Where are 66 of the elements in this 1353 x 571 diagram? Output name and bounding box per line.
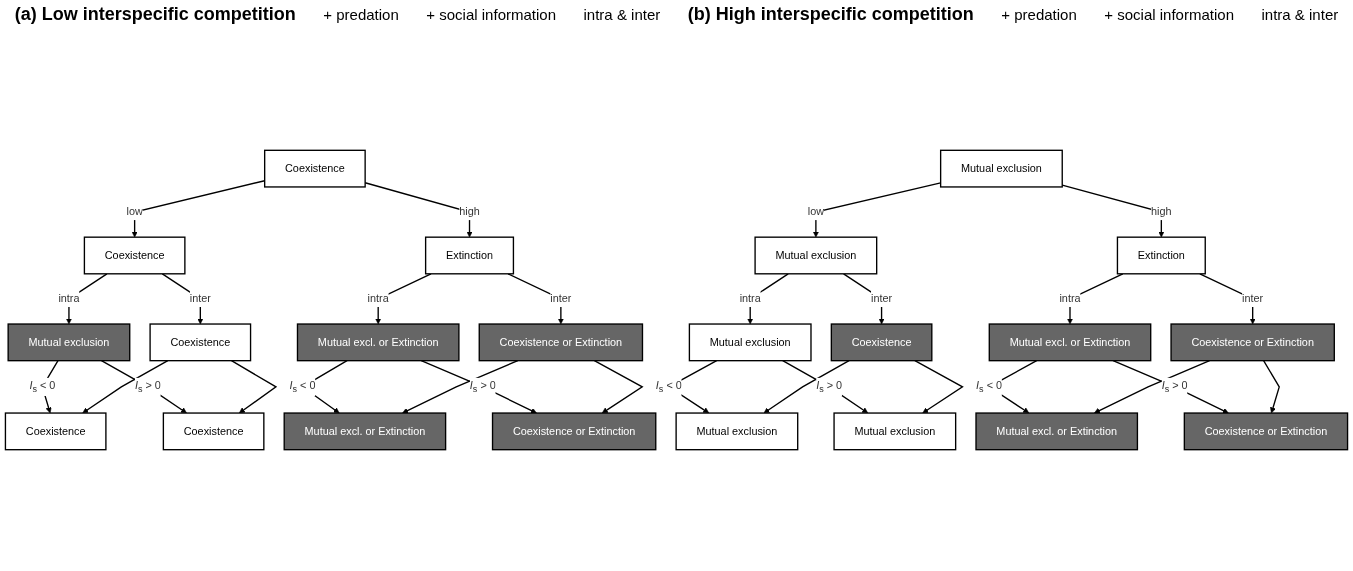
- node-box: Coexistence or Extinction: [1183, 412, 1349, 451]
- node-box: Mutual exclusion: [675, 412, 799, 451]
- arrow: [1112, 360, 1229, 414]
- node-box: Mutual exclusion: [833, 412, 957, 451]
- edge-label: high: [459, 205, 480, 218]
- node-box: Mutual excl. or Extinction: [283, 412, 447, 451]
- edge-label: inter: [189, 292, 211, 305]
- arrow: [65, 273, 108, 325]
- edge-label: intra: [1059, 292, 1081, 305]
- node-box: Mutual exclusion: [754, 236, 878, 275]
- edge-label: intra: [367, 292, 389, 305]
- edge-label: low: [807, 205, 825, 218]
- node-box: Coexistence or Extinction: [491, 412, 657, 451]
- arrow: [1094, 360, 1211, 414]
- node-box: Coexistence: [264, 149, 366, 188]
- annotation-text: intra & inter: [583, 6, 661, 23]
- arrow: [1262, 360, 1280, 414]
- annotation-text: + predation: [1001, 6, 1077, 23]
- arrow: [1067, 273, 1124, 325]
- arrow: [763, 360, 850, 414]
- arrow: [593, 360, 644, 414]
- edge-label: I$_{s}$ > 0: [134, 379, 161, 395]
- node-box: Coexistence: [83, 236, 186, 275]
- node-box: Mutual excl. or Extinction: [296, 323, 460, 362]
- edge-label: high: [1151, 205, 1172, 218]
- node-box: Coexistence: [4, 412, 107, 451]
- edge-label: low: [126, 205, 143, 218]
- edge-label: inter: [1242, 292, 1264, 305]
- panel-heading: (a) Low interspecific competition: [14, 4, 296, 25]
- node-box: Extinction: [1116, 236, 1206, 275]
- panel-heading: (b) High interspecific competition: [687, 4, 974, 25]
- arrow: [375, 273, 432, 325]
- edge-label: inter: [871, 292, 893, 305]
- edge-label: I$_{s}$ < 0: [29, 379, 56, 395]
- arrow: [230, 360, 278, 414]
- arrow: [402, 360, 519, 414]
- edge-label: I$_{s}$ > 0: [816, 379, 843, 395]
- edge-label: I$_{s}$ < 0: [655, 379, 682, 395]
- edge-label: I$_{s}$ > 0: [469, 379, 496, 395]
- annotation-text: + social information: [426, 6, 556, 23]
- node-box: Mutual exclusion: [688, 323, 812, 362]
- node-box: Mutual excl. or Extinction: [988, 323, 1152, 362]
- edge-label: I$_{s}$ < 0: [976, 379, 1003, 395]
- node-box: Coexistence or Extinction: [1170, 323, 1335, 362]
- arrow: [782, 360, 869, 414]
- node-box: Coexistence: [830, 323, 933, 362]
- annotation-text: + predation: [323, 6, 399, 23]
- arrow: [100, 360, 187, 414]
- arrow: [914, 360, 964, 414]
- node-box: Mutual excl. or Extinction: [975, 412, 1139, 451]
- annotation-text: + social information: [1104, 6, 1234, 23]
- edge-label: I$_{s}$ > 0: [1161, 379, 1188, 395]
- edge-label: I$_{s}$ < 0: [289, 379, 316, 395]
- arrow: [82, 360, 169, 414]
- node-box: Mutual exclusion: [7, 323, 131, 362]
- edge-label: intra: [58, 292, 80, 305]
- node-box: Mutual exclusion: [939, 149, 1063, 188]
- edge-label: inter: [550, 292, 572, 305]
- node-box: Coexistence or Extinction: [478, 323, 644, 362]
- node-box: Extinction: [424, 236, 515, 275]
- node-box: Coexistence: [162, 412, 265, 451]
- node-box: Coexistence: [149, 323, 252, 362]
- annotation-text: intra & inter: [1261, 6, 1339, 23]
- edge-label: intra: [739, 292, 761, 305]
- arrow: [420, 360, 537, 414]
- arrow: [747, 273, 789, 325]
